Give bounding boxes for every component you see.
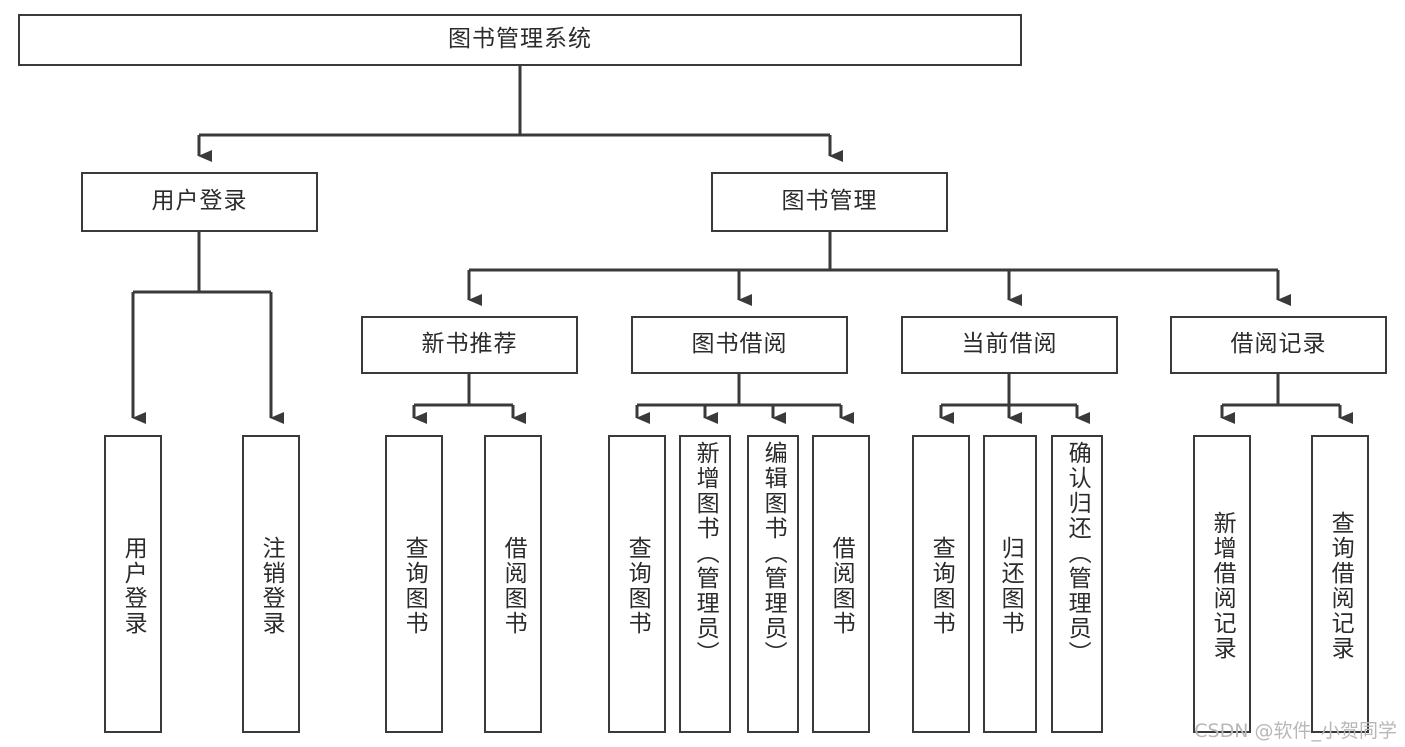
- leaf-confirm-return-admin[interactable]: 确认归还（管理员）: [1051, 435, 1103, 733]
- node-new-book-recommend[interactable]: 新书推荐: [361, 316, 578, 374]
- leaf-borrow-book-recommend[interactable]: 借阅图书: [484, 435, 542, 733]
- node-label: 图书管理: [781, 188, 878, 215]
- node-label: 查询图书: [928, 536, 955, 636]
- node-book-borrow[interactable]: 图书借阅: [631, 316, 848, 374]
- node-label: 图书借阅: [691, 331, 788, 358]
- node-label: 确认归还（管理员）: [1064, 441, 1091, 666]
- node-label: 借阅图书: [828, 536, 855, 636]
- node-label: 归还图书: [997, 536, 1024, 636]
- leaf-borrow-book[interactable]: 借阅图书: [812, 435, 870, 733]
- node-current-borrow[interactable]: 当前借阅: [901, 316, 1118, 374]
- node-label: 当前借阅: [961, 331, 1058, 358]
- leaf-add-borrow-record[interactable]: 新增借阅记录: [1193, 435, 1251, 733]
- node-label: 新增借阅记录: [1209, 511, 1236, 661]
- leaf-query-book-borrow[interactable]: 查询图书: [608, 435, 666, 733]
- node-user-login[interactable]: 用户登录: [81, 172, 318, 232]
- node-label: 借阅图书: [500, 536, 527, 636]
- node-label: 查询图书: [624, 536, 651, 636]
- node-label: 编辑图书（管理员）: [760, 441, 787, 666]
- leaf-logout[interactable]: 注销登录: [242, 435, 300, 733]
- leaf-query-book-recommend[interactable]: 查询图书: [385, 435, 443, 733]
- leaf-user-login[interactable]: 用户登录: [104, 435, 162, 733]
- node-label: 用户登录: [120, 536, 147, 636]
- node-label: 用户登录: [151, 188, 248, 215]
- leaf-return-book[interactable]: 归还图书: [983, 435, 1037, 733]
- leaf-edit-book-admin[interactable]: 编辑图书（管理员）: [747, 435, 799, 733]
- leaf-query-book-current[interactable]: 查询图书: [912, 435, 970, 733]
- node-label: 查询借阅记录: [1327, 511, 1354, 661]
- node-root-system[interactable]: 图书管理系统: [18, 14, 1022, 66]
- node-label: 图书管理系统: [448, 26, 592, 53]
- node-label: 查询图书: [401, 536, 428, 636]
- node-label: 注销登录: [258, 536, 285, 636]
- watermark-credit: CSDN @软件_小贺同学: [1194, 720, 1397, 742]
- node-label: 新增图书（管理员）: [692, 441, 719, 666]
- leaf-query-borrow-record[interactable]: 查询借阅记录: [1311, 435, 1369, 733]
- node-book-management[interactable]: 图书管理: [711, 172, 948, 232]
- node-label: 借阅记录: [1230, 331, 1327, 358]
- leaf-add-book-admin[interactable]: 新增图书（管理员）: [679, 435, 731, 733]
- node-label: 新书推荐: [421, 331, 518, 358]
- node-borrow-record[interactable]: 借阅记录: [1170, 316, 1387, 374]
